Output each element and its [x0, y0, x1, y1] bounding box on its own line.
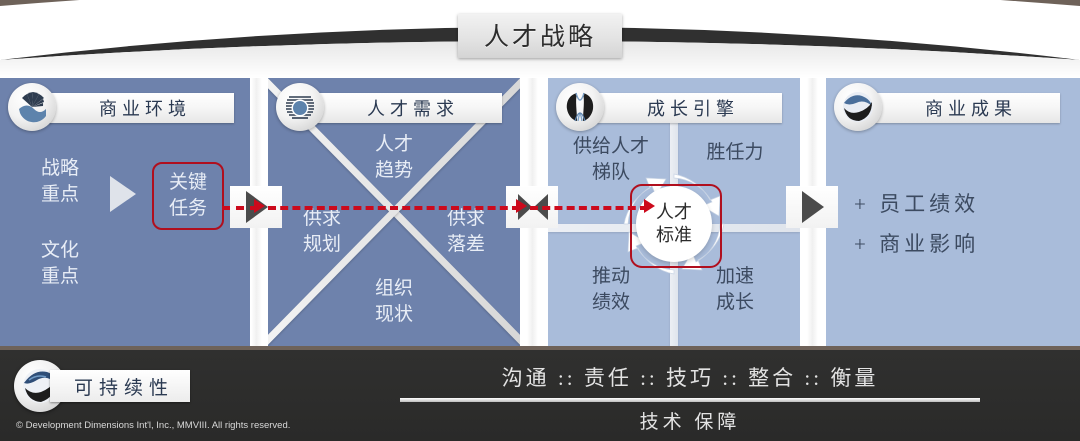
panel-header-3: 成长引擎: [556, 83, 782, 131]
label-strategy-line2: 重点: [40, 183, 79, 205]
label-culture-line1: 文化: [40, 240, 79, 261]
sustainability-label: 可持续性: [74, 377, 175, 399]
arrow-right-icon-3: [802, 191, 824, 223]
quadrant-supply-gap-line1: 供求: [446, 208, 485, 229]
red-dashed-path-1: [222, 206, 258, 210]
copyright-text: © Development Dimensions Int'l, Inc., MM…: [16, 420, 291, 431]
label-strategy-focus: 战略 重点: [20, 156, 100, 207]
red-arrowhead-3: [644, 199, 655, 213]
target-rings-logo-icon: [276, 83, 324, 131]
panel-header-4: 商业成果: [834, 83, 1060, 131]
title-banner: 人才战略: [0, 0, 1080, 78]
talent-standard-label: 人才 标准: [656, 201, 692, 248]
key-task-label: 关键 任务: [169, 170, 207, 221]
quadrant-supply-gap-line2: 落差: [446, 233, 485, 255]
quadrant-talent-trend-line1: 人才: [374, 134, 413, 155]
quadrant-talent-pipeline-line1: 供给人才: [572, 136, 649, 157]
fan-wave-logo-icon: [8, 83, 56, 131]
quadrant-accelerate-growth-line2: 成长: [715, 291, 754, 313]
footer-bar: 可持续性 © Development Dimensions Int'l, Inc…: [0, 350, 1080, 441]
label-culture-focus: 文化 重点: [20, 238, 100, 289]
panel-title-plate-3: 成长引擎: [596, 93, 782, 123]
quadrant-competency-line1: 胜任力: [706, 142, 764, 163]
talent-standard-line1: 人才: [656, 201, 692, 222]
key-task-box[interactable]: 关键 任务: [152, 162, 224, 230]
quadrant-talent-pipeline-line2: 梯队: [591, 161, 630, 183]
sustainability-plate: 可持续性: [50, 370, 191, 402]
quadrant-talent-trend: 人才 趋势: [268, 132, 520, 183]
talent-standard-cycle[interactable]: 人才 标准: [622, 172, 726, 276]
red-arrowhead-2: [516, 199, 527, 213]
panel-title-3: 成长引擎: [647, 99, 739, 119]
red-arrowhead-1: [254, 199, 265, 213]
panel-title-1: 商业环境: [99, 99, 191, 119]
footer-support: 技术 保障: [639, 412, 741, 433]
quadrant-accelerate-growth: 加速 成长: [676, 264, 794, 315]
engine-lobes-logo-icon: [556, 83, 604, 131]
slide-title: 人才战略: [457, 14, 623, 58]
panel-header-2: 人才需求: [276, 83, 502, 131]
quadrant-supply-planning-line2: 规划: [302, 233, 341, 255]
key-task-line1: 关键: [168, 172, 207, 194]
talent-standard-circle: 人才 标准: [636, 186, 712, 262]
business-results-list: + 员工绩效 + 商业影响: [854, 188, 979, 268]
quadrant-org-status: 组织 现状: [268, 276, 520, 327]
label-culture-line2: 重点: [40, 265, 79, 287]
panel-talent-demand[interactable]: 人才需求 人才 趋势 供求 规划 供求 落差 组织 现状: [268, 78, 520, 346]
talent-standard-line2: 标准: [656, 225, 692, 245]
arrow-right-icon-inner: [110, 176, 136, 212]
quadrant-drive-performance-line1: 推动: [591, 266, 630, 287]
quadrant-drive-performance-line2: 绩效: [591, 291, 630, 313]
panel-header-1: 商业环境: [8, 83, 234, 131]
footer-pillars: 沟通 :: 责任 :: 技巧 :: 整合 :: 衡量: [501, 366, 879, 390]
panel-growth-engine[interactable]: 成长引擎 供给人才 梯队 胜任力 推动 绩效 加速 成长: [548, 78, 800, 346]
quadrant-accelerate-growth-line1: 加速: [715, 266, 754, 287]
business-result-item-1: + 员工绩效: [854, 192, 980, 216]
business-result-item-2: + 商业影响: [854, 232, 980, 256]
panels-row: 商业环境 战略 重点 文化 重点 关键 任务: [0, 78, 1080, 346]
panel-title-plate-1: 商业环境: [48, 93, 234, 123]
red-dashed-path-2: [268, 206, 520, 210]
quadrant-drive-performance: 推动 绩效: [552, 264, 670, 315]
talent-standard-highlight-box: [630, 184, 722, 268]
footer-pillars-block: 沟通 :: 责任 :: 技巧 :: 整合 :: 衡量 技术 保障: [340, 362, 1040, 434]
quadrant-talent-trend-line2: 趋势: [374, 159, 413, 181]
panel-title-plate-4: 商业成果: [874, 93, 1060, 123]
quadrant-supply-planning-line1: 供求: [302, 208, 341, 229]
connector-3: [786, 78, 838, 346]
quadrant-talent-pipeline: 供给人才 梯队: [552, 134, 670, 185]
quadrant-supply-planning: 供求 规划: [274, 206, 370, 257]
panel-title-4: 商业成果: [925, 99, 1017, 119]
quadrant-competency: 胜任力: [676, 140, 794, 166]
quadrant-org-status-line1: 组织: [374, 278, 413, 299]
key-task-line2: 任务: [168, 198, 207, 219]
wave-sphere-logo-icon: [834, 83, 882, 131]
slide-title-text: 人才战略: [483, 24, 597, 51]
quadrant-org-status-line2: 现状: [374, 303, 413, 325]
quadrant-supply-gap: 供求 落差: [418, 206, 514, 257]
panel-title-plate-2: 人才需求: [316, 93, 502, 123]
panel-business-results[interactable]: 商业成果 + 员工绩效 + 商业影响: [826, 78, 1080, 346]
panel-title-2: 人才需求: [367, 99, 459, 119]
label-strategy-line1: 战略: [40, 158, 79, 179]
red-dashed-path-3: [530, 206, 648, 210]
panel-business-environment[interactable]: 商业环境 战略 重点 文化 重点 关键 任务: [0, 78, 250, 346]
footer-divider: [400, 398, 980, 402]
